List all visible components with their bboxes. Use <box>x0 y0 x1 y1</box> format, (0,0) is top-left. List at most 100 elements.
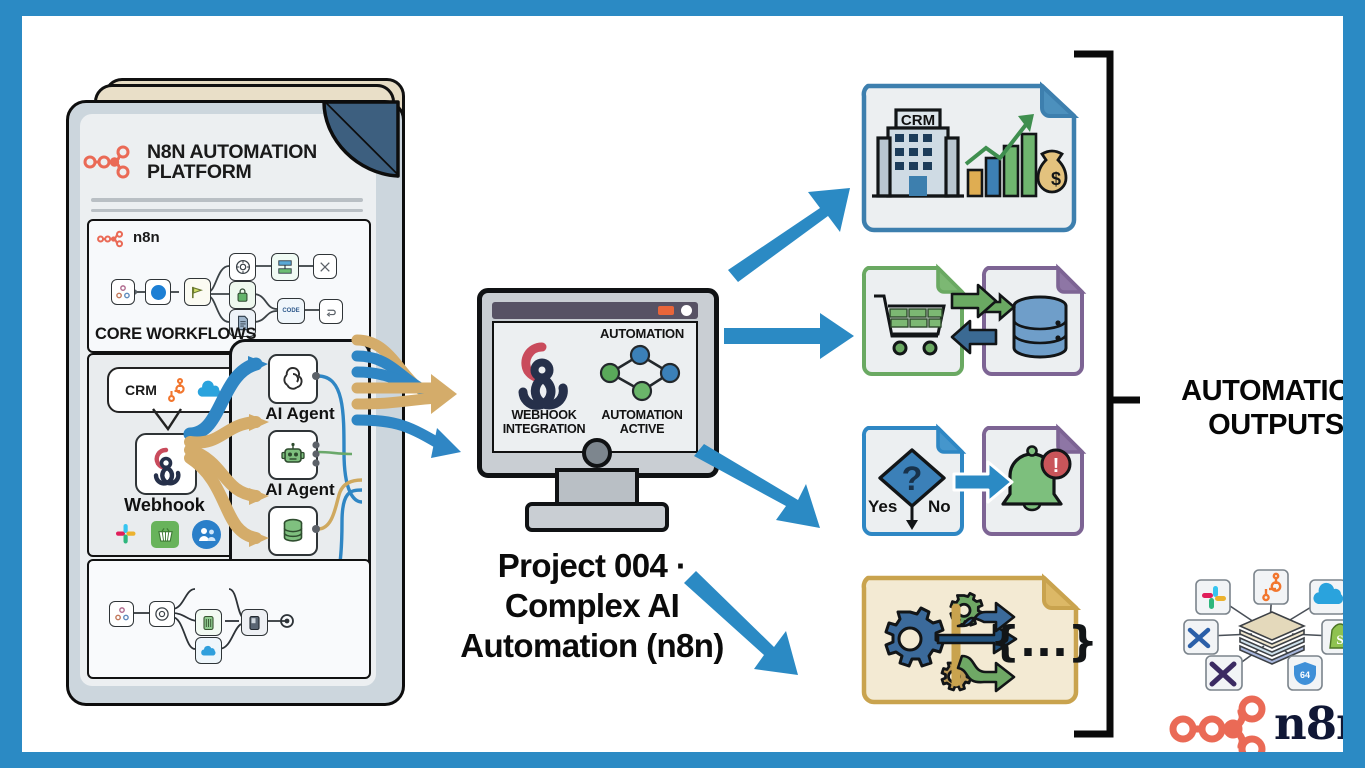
titlebar-record-indicator <box>658 306 674 315</box>
n8n-logo-icon <box>1169 695 1266 752</box>
crm-analytics-card[interactable]: CRM $ <box>860 81 1082 234</box>
alert-badge-icon: ! <box>1053 455 1060 477</box>
device-icon <box>249 615 260 630</box>
decision-card[interactable]: ? <box>860 423 968 540</box>
workflow-brand-label: n8n <box>133 229 160 246</box>
doc-green-icon <box>203 615 214 630</box>
monitor: WEBHOOK INTEGRATION AUTOMATION AUTO <box>477 288 719 538</box>
teams-blue-icon[interactable] <box>192 520 221 549</box>
bottom-workflow-panel <box>87 559 371 679</box>
output-arrow-4 <box>684 571 798 675</box>
webhook-node-label: Webhook <box>124 495 205 515</box>
bw-node-gear[interactable] <box>149 601 175 627</box>
gear-icon <box>155 607 169 621</box>
people-icon <box>198 528 215 541</box>
alert-arrow <box>952 460 1014 504</box>
node-graph-icon <box>599 344 681 402</box>
table-icon <box>278 260 292 274</box>
json-transform-card[interactable]: {...} <box>860 573 1098 706</box>
svg-text:64: 64 <box>1300 670 1310 680</box>
ai-agent-2-label: AI Agent <box>265 480 335 499</box>
slack-icon[interactable] <box>113 521 139 547</box>
ai-agent-robot-node[interactable] <box>268 430 318 480</box>
platform-title-line1: N8N AUTOMATION <box>147 141 317 163</box>
robot-icon <box>281 442 305 463</box>
gear-icon <box>235 259 250 275</box>
header-divider-2 <box>91 209 363 212</box>
crm-bubble-label: CRM <box>125 382 157 398</box>
alert-card[interactable]: ! <box>980 423 1088 540</box>
n8n-webhook-icon <box>153 447 181 486</box>
bubble-tail-icon <box>152 408 183 432</box>
branch-icon <box>320 261 330 272</box>
monitor-titlebar <box>492 302 698 319</box>
automation-outputs-label: AUTOMATION OUTPUTS <box>1162 374 1343 442</box>
crm-building-label: CRM <box>901 112 935 129</box>
monitor-power-button[interactable] <box>582 438 612 468</box>
merge-icon <box>116 285 130 299</box>
wf-node-http[interactable] <box>145 279 171 305</box>
automation-caption-line1: AUTOMATION <box>601 408 683 422</box>
wf-node-end-a[interactable] <box>313 254 337 279</box>
document-icon <box>237 315 248 331</box>
flow-ribbons-to-monitor <box>351 334 461 458</box>
svg-text:$: $ <box>1051 169 1061 189</box>
cloud-blue-icon <box>200 645 216 655</box>
wf-node-code[interactable]: CODE <box>277 298 305 324</box>
wf-node-merge[interactable] <box>111 279 135 305</box>
header-divider-1 <box>91 198 363 202</box>
decision-no-label: No <box>928 497 951 516</box>
ai-agent-1-label: AI Agent <box>265 404 335 423</box>
mail-green-icon[interactable] <box>151 521 179 548</box>
outputs-label-line1: AUTOMATION <box>1181 375 1343 407</box>
bw-node-doc[interactable] <box>195 609 222 636</box>
automation-caption-line2: ACTIVE <box>619 421 665 436</box>
wf-node-lock[interactable] <box>229 281 256 309</box>
project-title: Project 004 · Complex AI Automation (n8n… <box>422 546 762 666</box>
json-braces-label: {...} <box>990 617 1098 666</box>
openai-icon <box>283 367 303 390</box>
database-sync-card[interactable] <box>978 263 1088 380</box>
bw-node-cloud[interactable] <box>195 637 222 664</box>
wf-node-end-b[interactable] <box>319 299 343 324</box>
hubspot-icon <box>167 377 185 402</box>
bw-node-merge[interactable] <box>109 601 134 627</box>
automation-header: AUTOMATION <box>600 326 684 341</box>
loop-icon <box>326 309 336 317</box>
platform-title-line2: PLATFORM <box>147 161 252 183</box>
webhook-caption-line1: WEBHOOK <box>511 408 577 422</box>
project-title-line3: Automation (n8n) <box>460 627 724 664</box>
output-arrow-3 <box>694 444 820 528</box>
outputs-label-line2: OUTPUTS <box>1208 409 1343 441</box>
bw-node-device[interactable] <box>241 609 268 636</box>
core-workflows-label: CORE WORKFLOWS <box>95 325 257 343</box>
platform-header: N8N AUTOMATION PLATFORM <box>83 133 333 191</box>
flow-ribbons <box>183 356 269 547</box>
n8n-logo-icon <box>83 145 130 179</box>
db-sync-arrows <box>950 283 998 355</box>
api-database-node[interactable] <box>268 506 318 556</box>
question-mark-icon: ? <box>902 460 923 498</box>
integrations-cluster: S 64 <box>1183 569 1343 691</box>
wf-node-file[interactable] <box>229 309 256 337</box>
slack-icon <box>1195 579 1231 615</box>
output-arrow-2 <box>724 313 854 359</box>
n8n-logo-small-icon <box>97 230 124 248</box>
decision-yes-label: Yes <box>868 497 898 516</box>
svg-text:S: S <box>1336 632 1343 647</box>
wf-node-filter[interactable] <box>184 278 211 306</box>
project-title-line2: Complex AI <box>504 587 680 624</box>
ecommerce-card[interactable] <box>860 263 968 380</box>
lock-green-icon <box>237 288 248 302</box>
n8n-wordmark: n8n <box>1274 697 1343 750</box>
n8n-webhook-icon <box>518 342 568 410</box>
folded-corner-icon <box>322 100 400 178</box>
output-arrow-1 <box>728 188 850 282</box>
monitor-stand-base <box>525 502 669 532</box>
filter-flag-icon <box>192 286 204 298</box>
wf-node-settings[interactable] <box>229 253 256 281</box>
wf-node-transform[interactable] <box>271 253 299 281</box>
monitor-screen: WEBHOOK INTEGRATION AUTOMATION AUTO <box>492 321 698 453</box>
titlebar-close-icon[interactable] <box>681 305 692 316</box>
